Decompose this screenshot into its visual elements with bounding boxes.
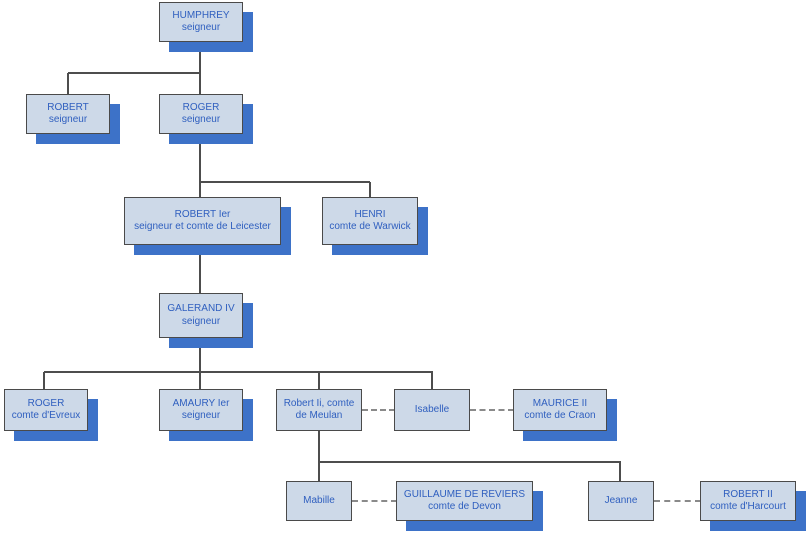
node-name: Mabille — [303, 494, 335, 506]
marriage-line-isabelle-maurice — [470, 409, 514, 411]
connector-bottom-bus — [319, 461, 621, 463]
node-name: ROBERT II — [723, 488, 773, 500]
connector-robert-up — [67, 73, 69, 94]
connector-roger-up — [199, 73, 201, 94]
node-name: Isabelle — [414, 403, 450, 415]
connector-roger-down — [199, 134, 201, 197]
connector-isabelle-up — [431, 372, 433, 391]
node-mabille[interactable]: Mabille — [286, 481, 352, 521]
node-name: AMAURY Ier — [172, 397, 230, 409]
node-title: seigneur et comte de Leicester — [134, 221, 271, 232]
connector-roger2-up — [43, 372, 45, 391]
node-title: comte de Warwick — [329, 221, 411, 232]
node-isabelle[interactable]: Isabelle — [394, 389, 470, 431]
node-title: seigneur — [181, 315, 221, 327]
node-title: seigneur — [181, 114, 221, 125]
connector-galerand-down — [199, 338, 201, 389]
node-name: GUILLAUME DE REVIERS — [403, 488, 526, 500]
node-title: comte de Devon — [428, 501, 501, 512]
node-name: ROBERT Ier — [174, 208, 231, 220]
node-name: GALERAND IV — [167, 303, 235, 314]
connector-robert2-down — [318, 431, 320, 483]
node-name: ROGER — [27, 397, 65, 409]
node-name: ROGER — [182, 101, 220, 113]
connector-humphrey-bus — [68, 72, 201, 74]
node-name: HENRI — [354, 208, 386, 220]
connector-robert2-up — [318, 372, 320, 391]
marriage-line-jeanne-robert3 — [654, 500, 701, 502]
node-name: MAURICE II — [532, 397, 588, 409]
node-title: comte de Craon — [524, 410, 596, 421]
node-title: comte d'Evreux — [11, 410, 81, 421]
marriage-line-robert2-isabelle — [362, 409, 395, 411]
marriage-line-mabille-guillaume — [352, 500, 397, 502]
node-title: seigneur — [181, 22, 221, 33]
node-name: ROBERT — [47, 101, 89, 113]
node-name: HUMPHREY — [172, 9, 230, 21]
node-title: seigneur — [181, 410, 221, 421]
node-title: seigneur — [48, 114, 88, 125]
node-title: comte d'Harcourt — [710, 501, 786, 512]
connector-amaury-up — [199, 372, 201, 391]
node-name: Jeanne — [604, 494, 638, 506]
connector-robert1-down — [199, 245, 201, 293]
connector-galerand-bus — [44, 371, 433, 373]
connector-roger-bus — [200, 181, 370, 183]
connector-henri-up — [369, 182, 371, 197]
node-title: de Meulan — [295, 410, 343, 421]
connector-humphrey-down — [199, 42, 201, 73]
node-name: Robert Ii, comte — [283, 397, 355, 409]
node-jeanne[interactable]: Jeanne — [588, 481, 654, 521]
connector-jeanne-up — [619, 462, 621, 483]
